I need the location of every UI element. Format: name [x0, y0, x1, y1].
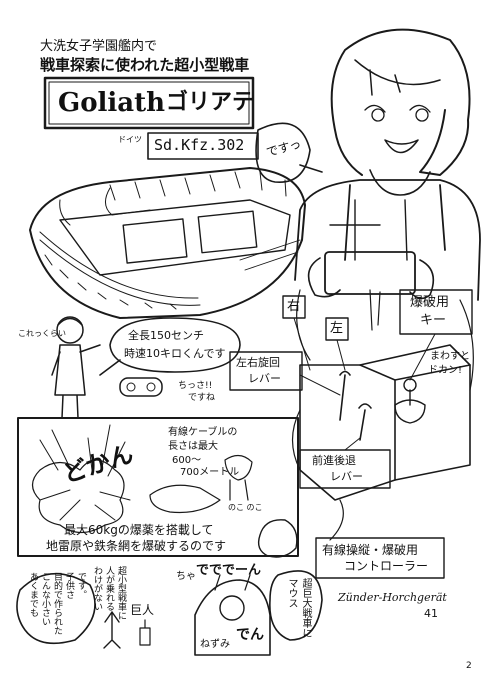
- bottom-vertical-mid-2: 人が乗れる: [104, 566, 114, 611]
- cable-note-1: 有線ケーブルの: [168, 427, 238, 438]
- detonate-note-1: まわすと: [430, 351, 470, 362]
- title-box: [43, 76, 259, 160]
- controller-caption-box: [315, 537, 445, 579]
- bottom-vertical-mid-1: 超小型戦車に: [116, 566, 126, 620]
- bottom-vertical-left: あくまでも: [28, 572, 38, 617]
- tiny-tank-drawing: [119, 377, 163, 397]
- cable-note-2: 長さは最大: [168, 441, 218, 452]
- label-left: 左: [330, 321, 344, 336]
- girl-character-drawing: [294, 28, 481, 391]
- spec-exclaim: これっくらい: [18, 329, 66, 338]
- bottom-vertical-left-3: 目的で作られた: [52, 572, 62, 635]
- bottom-speech-right: [269, 570, 323, 641]
- turn-lever-box: [229, 351, 303, 391]
- detonate-key-2: キー: [420, 313, 447, 328]
- cable-note-4: 700メートル: [180, 467, 240, 478]
- bottom-vertical-right-1: 超巨大戦車に: [300, 578, 311, 638]
- size-line-1: 全長150センチ: [128, 329, 204, 342]
- detonate-key-box: [399, 289, 473, 335]
- turn-lever-2: レバー: [248, 372, 281, 385]
- sfx-pan: でん: [236, 627, 264, 643]
- title-latin: Goliath: [58, 88, 166, 118]
- detonate-key-1: 爆破用: [410, 295, 450, 310]
- bottom-vertical-right-2: マウス: [286, 578, 297, 608]
- page-number: 2: [466, 661, 472, 671]
- explosion-caption-2: 地雷原や鉄条網を爆破するのです: [46, 539, 227, 553]
- cable-note-3: 600～: [172, 455, 202, 466]
- giant-figure-drawing: [103, 611, 151, 649]
- header-line1: 大洗女子学園艦内で: [40, 39, 158, 54]
- goliath-tank-drawing: [29, 167, 306, 319]
- controller-caption-2: コントローラー: [344, 559, 429, 573]
- bottom-vertical-left-5: です。: [76, 572, 86, 599]
- device-name-2: 41: [424, 607, 438, 620]
- detonate-note-2: ドカン!: [428, 365, 463, 376]
- mouse-label: ねずみ: [200, 639, 230, 650]
- bottom-vertical-left-4: 子供さ: [64, 572, 74, 599]
- speech-bubble: [255, 122, 323, 183]
- header-line2: 戦車探索に使われた超小型戦車: [40, 56, 250, 74]
- device-name-1: Zünder-Horchgerät: [338, 591, 447, 604]
- bottom-vertical-mid-3: わけがない: [92, 566, 102, 611]
- size-bubble: [99, 317, 241, 376]
- explosion-panel: [17, 417, 299, 557]
- turn-lever-1: 左右旋回: [236, 356, 280, 369]
- small-note-2: ですね: [188, 393, 216, 403]
- small-note-1: ちっさ!!: [178, 381, 213, 391]
- callout-lines: [293, 317, 436, 451]
- controller-caption-1: 有線操縦・爆破用: [322, 543, 419, 557]
- sfx-cha: ちゃ: [176, 571, 196, 582]
- size-line-2: 時速10キロくんです: [124, 347, 226, 360]
- model-code: Sd.Kfz.302: [154, 136, 245, 154]
- fwd-rev-lever-2: レバー: [330, 470, 363, 483]
- giant-label: 巨人: [130, 603, 155, 617]
- small-sfx: のこ のこ: [228, 503, 263, 512]
- face-doodle: [257, 519, 298, 558]
- title-kana: ゴリアテ: [166, 90, 255, 115]
- small-girl-drawing: [51, 316, 101, 419]
- dedeen-sfx: でででーん: [196, 563, 262, 578]
- label-right: 右: [287, 299, 301, 314]
- bottom-speech-left: [16, 572, 96, 645]
- explosion-caption-1: 最大60kgの爆薬を搭載して: [64, 523, 214, 537]
- title-ruby: ドイツ: [118, 135, 142, 144]
- bottom-vertical-left-2: こんな小さい: [40, 572, 50, 626]
- fwd-rev-lever-1: 前進後退: [312, 454, 356, 467]
